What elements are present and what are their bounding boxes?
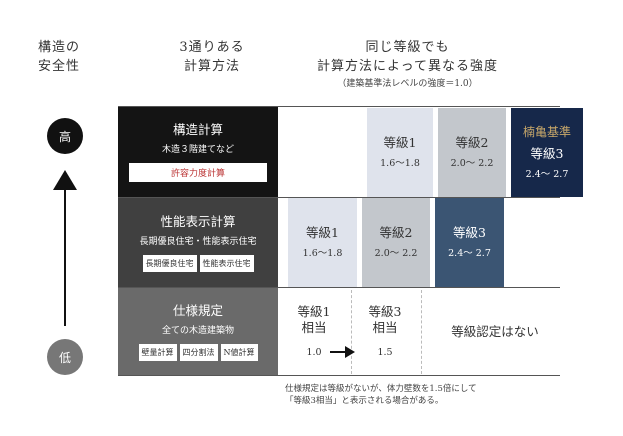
footnote: 仕様規定は等級がないが、体力壁数を1.5倍にして 「等級3相当」と表示される場合… [285,383,585,407]
performance-calc-subtitle: 長期優良住宅・性能表示住宅 [139,236,257,247]
structural-grade2-range: 2.0～ 2.2 [450,157,494,169]
allowable-stress-tag: 許容力度計算 [129,163,267,182]
high-safety-label: 高 [58,129,71,144]
header-strength-line1: 同じ等級でも [365,40,450,55]
spec-grade3-label: 等級3 [368,304,402,319]
performance-calc-block: 性能表示計算 長期優良住宅・性能表示住宅 長期優良住宅 性能表示住宅 [118,198,278,287]
spec-divider-dashed-1 [351,290,352,374]
row-divider-top [118,106,560,107]
structural-grade2-cell: 等級2 2.0～ 2.2 [438,108,506,197]
spec-rules-title: 仕様規定 [172,302,223,318]
performance-grade2-label: 等級2 [379,224,413,240]
footnote-line2: 「等級3相当」と表示される場合がある。 [285,396,444,406]
performance-calc-title: 性能表示計算 [160,213,236,229]
header-strength-note: （建築基準法レベルの強度＝1.0） [337,79,478,89]
performance-grade2-cell: 等級2 2.0～ 2.2 [362,198,430,287]
row-divider-1 [118,197,560,198]
no-grade-cell: 等級認定はない [425,290,565,374]
high-safety-badge: 高 [47,118,83,154]
spec-divider-dashed-2 [421,290,422,374]
performance-tag-row: 長期優良住宅 性能表示住宅 [142,254,254,272]
structural-calc-subtitle: 木造３階建てなど [161,145,234,155]
spec-grade1-value: 1.0 [306,347,322,358]
row-divider-bottom [118,375,560,376]
long-term-housing-tag: 長期優良住宅 [142,254,197,272]
performance-grade1-label: 等級1 [306,224,339,240]
performance-grade1-cell: 等級1 1.6～1.8 [288,198,357,287]
spec-rules-subtitle: 全ての木造建築物 [161,325,234,336]
quarter-division-tag: 四分割法 [179,343,218,361]
header-methods: 3通りある 計算方法 [152,38,272,76]
spec-grade1-cell: 等級1 相当 1.0 [282,290,346,374]
spec-grade1-label: 等級1 [297,304,331,319]
right-arrow-icon [330,346,355,358]
kusukame-standard-label: 楠亀基準 [522,125,571,139]
header-safety: 構造の 安全性 [22,38,96,76]
performance-grade3-range: 2.4～ 2.7 [448,247,491,259]
spec-grade1-equiv: 相当 [301,320,327,335]
structural-grade2-label: 等級2 [455,134,489,150]
low-safety-badge: 低 [47,339,83,375]
header-strength-line2: 計算方法によって異なる強度 [317,59,498,74]
performance-grade3-cell: 等級3 2.4～ 2.7 [435,198,504,287]
performance-grade2-range: 2.0～ 2.2 [374,247,418,259]
header-safety-line1: 構造の [37,40,80,55]
no-grade-certification-label: 等級認定はない [451,324,539,339]
wall-quantity-tag: 壁量計算 [138,343,177,361]
header-strength: 同じ等級でも 計算方法によって異なる強度 （建築基準法レベルの強度＝1.0） [290,38,525,92]
spec-grade3-cell: 等級3 相当 1.5 [352,290,418,374]
performance-grade3-label: 等級3 [453,224,486,240]
spec-tag-row: 壁量計算 四分割法 N値計算 [138,343,258,361]
structural-grade1-range: 1.6～1.8 [380,157,420,169]
spec-grade3-equiv: 相当 [372,320,398,335]
structural-grade3-label: 等級3 [530,146,564,161]
row-divider-2 [118,287,560,288]
structural-grade3-cell: 楠亀基準 等級3 2.4～ 2.7 [511,108,583,197]
up-arrow-icon [53,170,77,326]
structural-grade1-label: 等級1 [383,134,417,150]
header-safety-line2: 安全性 [37,59,80,74]
footnote-line1: 仕様規定は等級がないが、体力壁数を1.5倍にして [285,384,477,394]
structural-grade1-cell: 等級1 1.6～1.8 [367,108,433,197]
header-methods-line2: 計算方法 [183,59,240,74]
structural-calc-block: 構造計算 木造３階建てなど 許容力度計算 [118,107,278,197]
structural-calc-title: 構造計算 [172,122,223,137]
low-safety-label: 低 [58,350,71,365]
header-methods-line1: 3通りある [179,40,245,55]
n-value-tag: N値計算 [220,343,258,361]
performance-grade1-range: 1.6～1.8 [302,247,343,259]
performance-housing-tag: 性能表示住宅 [199,254,254,272]
spec-rules-block: 仕様規定 全ての木造建築物 壁量計算 四分割法 N値計算 [118,288,278,375]
structural-grade3-range: 2.4～ 2.7 [525,169,569,180]
spec-grade3-value: 1.5 [377,347,393,358]
